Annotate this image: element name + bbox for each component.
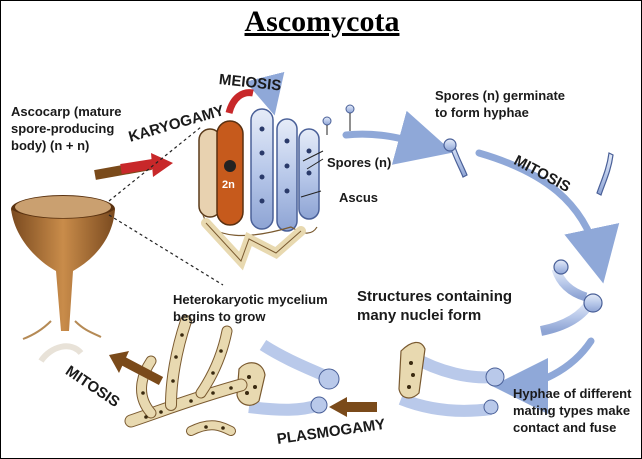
hyphae-center bbox=[237, 345, 339, 413]
spores-label: Spores (n) bbox=[327, 154, 391, 171]
spores-germinate-line-1: Spores (n) germinate bbox=[435, 87, 565, 104]
structures-label: Structures containing many nuclei form bbox=[357, 287, 512, 325]
diploid-label: 2n bbox=[222, 177, 235, 194]
ascocarp-label: Ascocarp (mature spore-producing body) (… bbox=[11, 103, 122, 154]
hyphae-fuse-line-1: Hyphae of different bbox=[513, 385, 631, 402]
hyphae-fuse-label: Hyphae of different mating types make co… bbox=[513, 385, 631, 436]
ascocarp-line-3: body) (n + n) bbox=[11, 137, 122, 154]
structures-line-2: many nuclei form bbox=[357, 306, 512, 325]
spores-germinate-line-2: to form hyphae bbox=[435, 104, 565, 121]
spores-germinate-label: Spores (n) germinate to form hyphae bbox=[435, 87, 565, 121]
hyphae-right bbox=[541, 260, 602, 331]
fusing-hyphae bbox=[399, 342, 504, 414]
structures-line-1: Structures containing bbox=[357, 287, 512, 306]
heterokaryotic-line-1: Heterokaryotic mycelium bbox=[173, 291, 328, 308]
ascocarp-line-2: spore-producing bbox=[11, 120, 122, 137]
heterokaryotic-label: Heterokaryotic mycelium begins to grow bbox=[173, 291, 328, 325]
ascocarp-cup bbox=[11, 195, 115, 339]
hyphae-fuse-line-3: contact and fuse bbox=[513, 419, 631, 436]
heterokaryotic-line-2: begins to grow bbox=[173, 308, 328, 325]
hyphae-fuse-line-2: mating types make bbox=[513, 402, 631, 419]
ascus-label: Ascus bbox=[339, 189, 378, 206]
ascocarp-line-1: Ascocarp (mature bbox=[11, 103, 122, 120]
